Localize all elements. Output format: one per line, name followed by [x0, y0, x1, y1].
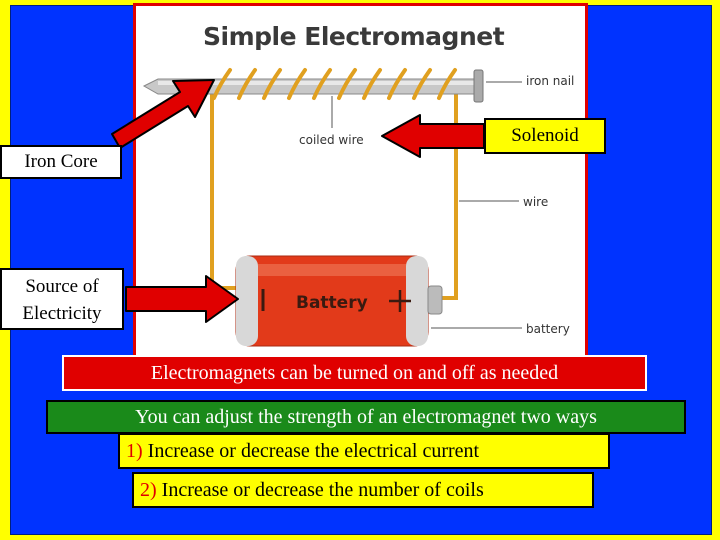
- arrow-source: [125, 275, 239, 323]
- coil-turn: [337, 68, 357, 100]
- callout-source-line2: Electricity: [22, 303, 102, 324]
- callout-solenoid: Solenoid: [484, 118, 606, 154]
- coil-turn: [387, 68, 407, 100]
- label-wire: wire: [523, 195, 549, 209]
- point-text: Increase or decrease the number of coils: [156, 479, 484, 501]
- label-battery: battery: [526, 322, 570, 336]
- callout-iron-core: Iron Core: [0, 145, 122, 179]
- coil-turn: [412, 68, 432, 100]
- coil-turn: [212, 68, 232, 100]
- coil-turn: [237, 68, 257, 100]
- callout-source-line1: Source of: [25, 276, 99, 297]
- diagram-illustration: [142, 68, 522, 347]
- diagram-title: Simple Electromagnet: [203, 22, 505, 51]
- battery-cell: [235, 255, 443, 347]
- label-iron-nail: iron nail: [526, 74, 575, 88]
- banner-on-off: Electromagnets can be turned on and off …: [62, 355, 647, 391]
- banner-strength: You can adjust the strength of an electr…: [46, 400, 686, 434]
- point-number: 2): [140, 479, 157, 501]
- arrow-solenoid: [381, 114, 485, 158]
- coiled-wire-turns: [212, 68, 457, 100]
- point-coils: 2) Increase or decrease the number of co…: [132, 472, 594, 508]
- coil-turn: [312, 68, 332, 100]
- coil-turn: [287, 68, 307, 100]
- label-coiled-wire: coiled wire: [299, 133, 364, 147]
- coil-turn: [362, 68, 382, 100]
- point-text: Increase or decrease the electrical curr…: [142, 440, 480, 462]
- point-current: 1) Increase or decrease the electrical c…: [118, 433, 610, 469]
- arrow-iron-core: [111, 79, 215, 149]
- point-number: 1): [126, 440, 143, 462]
- coil-turn: [437, 68, 457, 100]
- callout-source-of-electricity: Source of Electricity: [0, 268, 124, 330]
- coil-turn: [262, 68, 282, 100]
- battery-printed-text: Battery: [296, 293, 368, 313]
